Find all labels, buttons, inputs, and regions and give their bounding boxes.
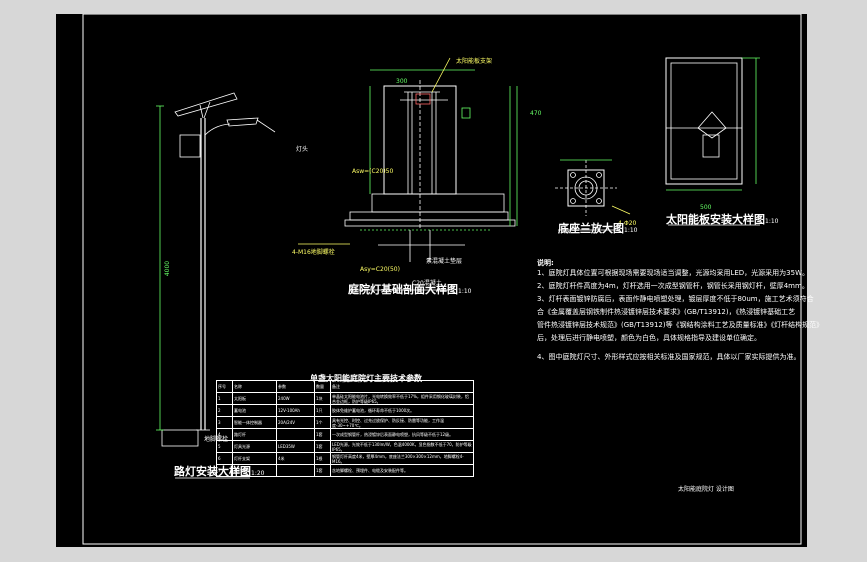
table-cell: 钢管灯杆高度4米，壁厚4mm，底座法兰300×300×12mm，地脚螺栓4-M1…: [330, 452, 474, 465]
inner-frame: [82, 14, 802, 545]
lamp-elevation: [156, 92, 276, 447]
table-cell: 240W: [276, 392, 315, 405]
table-header-cell: 名称: [232, 380, 277, 393]
table-cell: 1根: [314, 452, 331, 465]
table-cell: 5: [216, 440, 233, 453]
note-line: 管件热浸镀锌层技术规范》(GB/T13912)等《钢结构涂料工艺及质量标准》《灯…: [537, 321, 824, 329]
table-cell: 智能一体控制器: [232, 416, 277, 429]
table-header-cell: 备注: [330, 380, 474, 393]
table-cell: 1个: [314, 416, 331, 429]
table-cell: 4: [216, 428, 233, 441]
table-cell: 具有光控、时控、过充过放保护、防反接、防雷等功能，工作温度-30~+70℃。: [330, 416, 474, 429]
note-line: 2、庭院灯杆件高度为4m，灯杆选用一次成型钢管杆，钢管长采用钢灯杆，壁厚4mm。: [537, 282, 809, 290]
note-line: 后，处理后进行静电喷塑，颜色为白色，具体规格指导及建设单位确定。: [537, 334, 761, 342]
flange-detail: [555, 159, 631, 216]
table-cell: 太阳板: [232, 392, 277, 405]
table-cell: 灯杆支架: [232, 452, 277, 465]
foundation-section: [298, 57, 518, 262]
table-cell: 其他附件: [232, 464, 277, 477]
note-line: 合《金属覆盖层钢铁制件热浸镀锌层技术要求》(GB/T13912)，《热浸镀锌基础…: [537, 308, 796, 316]
table-cell: LED35W: [276, 440, 315, 453]
table-cell: 3: [216, 416, 233, 429]
table-cell: 一次成型钢管杆，热浸镀锌后表面静电喷塑，抗风等级不低于12级。: [330, 428, 474, 441]
table-cell: 1块: [314, 392, 331, 405]
table-cell: 4米: [276, 452, 315, 465]
table-cell: 2: [216, 404, 233, 417]
table-cell: 灯具光源: [232, 440, 277, 453]
table-cell: 1套: [314, 428, 331, 441]
table-cell: 胶体免维护蓄电池，循环寿命不低于1000次。: [330, 404, 474, 417]
foundation-title: 庭院灯基础剖面大样图1:10: [348, 283, 472, 296]
cad-drawing: [82, 14, 802, 545]
table-cell: 含地脚螺栓、预埋件、电缆及安装配件等。: [330, 464, 474, 477]
table-header-cell: 参数: [276, 380, 315, 393]
table-cell: 1只: [314, 404, 331, 417]
table-cell: 单晶硅太阳能电池片，光电转换效率不低于17%，组件采用钢化玻璃封装，铝合金边框，…: [330, 392, 474, 405]
notes-heading: 说明:: [537, 259, 554, 267]
table-cell: 6: [216, 452, 233, 465]
solar-panel-detail: [665, 57, 760, 191]
table-header-row: 序号 名称 参数 数量 备注: [216, 380, 474, 393]
table-cell: 蓄电池: [232, 404, 277, 417]
note-line: 4、图中庭院灯尺寸、外形样式应按相关标准及国家规范，具体以厂家实际提供为准。: [537, 353, 801, 361]
table-cell: 20A/24V: [276, 416, 315, 429]
table-cell: 1套: [314, 464, 331, 477]
table-header-cell: 序号: [216, 380, 233, 393]
flange-title: 底座兰放大图1:10: [558, 222, 638, 235]
note-line: 3、灯杆表面镀锌防腐后，表面作静电喷塑处理，镀层厚度不低于80um，施工艺术须符…: [537, 295, 814, 303]
panel-title: 太阳能板安装大样图1:10: [666, 213, 779, 226]
note-line: 1、庭院灯具体位置可根据现场需要现场适当调整，光源均采用LED，光源采用为35W…: [537, 269, 809, 277]
table-title: 单盏太阳能庭院灯主要技术参数: [310, 374, 422, 383]
table-header-cell: 数量: [314, 380, 331, 393]
title-block-text: 太阳能庭院灯 设计图: [678, 486, 734, 493]
table-cell: 7: [216, 464, 233, 477]
table-cell: 1套: [314, 440, 331, 453]
table-cell: 1: [216, 392, 233, 405]
table-cell: [276, 428, 315, 441]
table-cell: 路灯杆: [232, 428, 277, 441]
table-cell: [276, 464, 315, 477]
table-cell: LED光源，光效不低于130lm/W，色温4000K，显色指数不低于70，防护等…: [330, 440, 474, 453]
table-cell: 12V-100Ah: [276, 404, 315, 417]
